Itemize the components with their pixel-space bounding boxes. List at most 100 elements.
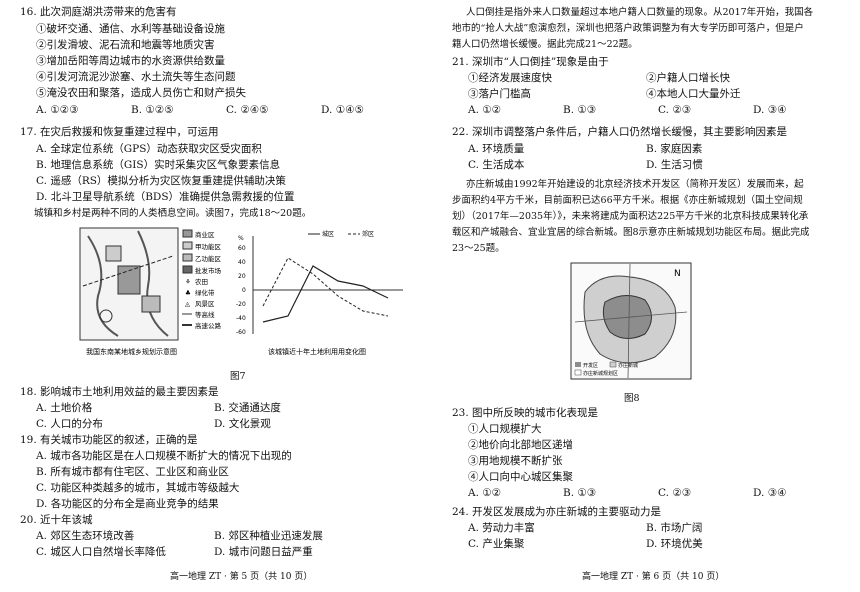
chart-caption: 该城镇近十年土地利用用变化图 xyxy=(268,347,366,356)
intro-line: 籍人口仍然增长缓慢。据此完成21～22题。 xyxy=(452,39,638,50)
q16-item: ②引发滑坡、泥石流和地震等地质灾害 xyxy=(36,39,215,51)
q20-options-row: C. 城区人口自然增长率降低 D. 城市问题日益严重 xyxy=(36,546,392,559)
legend-item: 商业区 xyxy=(195,230,215,239)
intro-line: 地市的“抢人大战”愈演愈烈，深圳也把落户政策调整为有大专学历即可落户，但是户 xyxy=(452,23,804,34)
q24-options-row: A. 劳动力丰富 B. 市场广阔 xyxy=(468,522,824,535)
legend-item: 乙功能区 xyxy=(195,254,222,263)
figure-7: 商业区 甲功能区 乙功能区 批发市场 ⚘农田 ♣绿化带 ◬风景区 等高线 高速公… xyxy=(78,226,408,368)
intro-line: 步面积约4平方千米，目前面积已达66平方千米。根据《亦庄新城规划（国土空间规 xyxy=(452,195,803,206)
y-tick: 20 xyxy=(238,273,246,280)
option[interactable]: C. 人口的分布 xyxy=(36,418,103,430)
option[interactable]: C. ②④⑤ xyxy=(226,104,269,116)
option[interactable]: D. ③④ xyxy=(753,487,787,499)
chart-legend: 郊区 xyxy=(362,230,374,238)
q23-options: A. ①② B. ①③ C. ②③ D. ③④ xyxy=(468,487,848,500)
item: ②户籍人口增长快 xyxy=(646,72,730,84)
figure-8: N 开发区 亦庄新城 亦庄新城规划区 xyxy=(570,262,692,380)
option[interactable]: C. ②③ xyxy=(658,487,692,499)
q16-item: ⑤淹没农田和聚落，造成人员伤亡和财产损失 xyxy=(36,87,246,99)
figure-7-label: 图7 xyxy=(230,371,246,382)
figure-8-label: 图8 xyxy=(624,393,640,404)
legend-item: 批发市场 xyxy=(195,266,222,275)
q23-stem: 23. 图中所反映的城市化表现是 xyxy=(452,407,599,419)
intro-line: 载区和产城融合、宜业宜居的综合新城。图8示意亦庄新城规划功能区布局。据此完成 xyxy=(452,227,810,238)
q22-stem: 22. 深圳市调整落户条件后，户籍人口仍然增长缓慢，其主要影响因素是 xyxy=(452,126,788,138)
legend-item: 亦庄新城 xyxy=(618,362,638,369)
option[interactable]: B. ①③ xyxy=(563,104,597,116)
y-tick: 60 xyxy=(238,245,246,252)
legend-item: 开发区 xyxy=(583,362,598,369)
option[interactable]: A. 郊区生态环境改善 xyxy=(36,530,135,542)
y-tick: -60 xyxy=(236,329,246,336)
y-tick: -20 xyxy=(236,301,246,308)
option[interactable]: A. 城市各功能区是在人口规模不断扩大的情况下出现的 xyxy=(36,450,292,462)
option[interactable]: C. ②③ xyxy=(658,104,692,116)
q21-stem: 21. 深圳市“人口倒挂”现象是由于 xyxy=(452,56,609,68)
option[interactable]: B. 家庭因素 xyxy=(646,143,703,155)
q19-stem: 19. 有关城市功能区的叙述，正确的是 xyxy=(20,434,198,446)
y-tick: 0 xyxy=(242,287,246,294)
option[interactable]: D. 文化景观 xyxy=(214,418,271,430)
option[interactable]: C. 城区人口自然增长率降低 xyxy=(36,546,166,558)
option[interactable]: D. 环境优美 xyxy=(646,538,703,550)
option[interactable]: C. 产业集聚 xyxy=(468,538,525,550)
svg-text:◬: ◬ xyxy=(185,300,190,308)
option[interactable]: B. 交通通达度 xyxy=(214,402,281,414)
option[interactable]: D. 生活习惯 xyxy=(646,159,703,171)
q16-item: ③增加岳阳等周边城市的水资源供给数量 xyxy=(36,55,225,67)
q18-stem: 18. 影响城市土地利用效益的最主要因素是 xyxy=(20,386,219,398)
figure-7-graphic: 商业区 甲功能区 乙功能区 批发市场 ⚘农田 ♣绿化带 ◬风景区 等高线 高速公… xyxy=(79,227,403,356)
option[interactable]: A. 全球定位系统（GPS）动态获取灾区受灾面积 xyxy=(36,143,262,155)
north-arrow-icon: N xyxy=(674,269,681,279)
q18-options-row: A. 土地价格 B. 交通通达度 xyxy=(36,402,392,415)
legend-item: 等高线 xyxy=(195,310,215,319)
legend-item: 风景区 xyxy=(195,300,215,308)
option[interactable]: D. ①④⑤ xyxy=(321,104,364,116)
q17-stem: 17. 在灾后救援和恢复重建过程中，可运用 xyxy=(20,126,219,138)
item: ③落户门槛高 xyxy=(468,88,531,100)
option[interactable]: D. 城市问题日益严重 xyxy=(214,546,313,558)
option[interactable]: A. ①②③ xyxy=(36,104,79,116)
q21-options: A. ①② B. ①③ C. ②③ D. ③④ xyxy=(468,104,848,117)
option[interactable]: B. ①②⑤ xyxy=(131,104,174,116)
legend-item: 农田 xyxy=(195,277,208,286)
q24-options-row: C. 产业集聚 D. 环境优美 xyxy=(468,538,824,551)
q24-stem: 24. 开发区发展成为亦庄新城的主要驱动力是 xyxy=(452,506,662,518)
option[interactable]: B. ①③ xyxy=(563,487,597,499)
option[interactable]: A. ①② xyxy=(468,487,502,499)
q22-options-row: A. 环境质量 B. 家庭因素 xyxy=(468,143,824,156)
svg-text:⚘: ⚘ xyxy=(185,278,191,286)
option[interactable]: A. ①② xyxy=(468,104,502,116)
option[interactable]: D. 各功能区的分布全是商业竞争的结果 xyxy=(36,498,219,510)
q16-stem: 16. 此次洞庭湖洪涝带来的危害有 xyxy=(20,6,177,18)
q18-options-row: C. 人口的分布 D. 文化景观 xyxy=(36,418,392,431)
y-tick: 40 xyxy=(238,259,246,266)
option[interactable]: C. 功能区种类越多的城市，其城市等级越大 xyxy=(36,482,240,494)
legend-item: 高速公路 xyxy=(195,321,222,330)
legend-item: 绿化带 xyxy=(195,288,215,297)
option[interactable]: C. 遥感（RS）模拟分析为灾区恢复重建提供辅助决策 xyxy=(36,175,286,187)
item: ①经济发展速度快 xyxy=(468,72,552,84)
option[interactable]: B. 地理信息系统（GIS）实时采集灾区气象要素信息 xyxy=(36,159,281,171)
item: ④人口向中心城区集聚 xyxy=(468,471,573,483)
intro-line: 划）（2017年—2035年）》，未来将建成为面积达225平方千米的北京科技成果… xyxy=(452,211,809,222)
item: ③用地规模不断扩张 xyxy=(468,455,563,467)
q16-item: ④引发河流泥沙淤塞、水土流失等生态问题 xyxy=(36,71,236,83)
option[interactable]: A. 劳动力丰富 xyxy=(468,522,535,534)
intro-line: 人口倒挂是指外来人口数量超过本地户籍人口数量的现象。从2017年开始，我国各 xyxy=(466,7,814,18)
option[interactable]: B. 所有城市都有住宅区、工业区和商业区 xyxy=(36,466,229,478)
chart-legend: 城区 xyxy=(322,231,334,238)
q20-stem: 20. 近十年该城 xyxy=(20,514,93,526)
option[interactable]: A. 环境质量 xyxy=(468,143,525,155)
option[interactable]: C. 生活成本 xyxy=(468,159,525,171)
option[interactable]: A. 土地价格 xyxy=(36,402,93,414)
item: ①人口规模扩大 xyxy=(468,423,542,435)
option[interactable]: D. ③④ xyxy=(753,104,787,116)
intro-line: 23～25题。 xyxy=(452,243,505,254)
option[interactable]: D. 北斗卫星导航系统（BDS）准确提供急需救援的位置 xyxy=(36,191,295,203)
option[interactable]: B. 市场广阔 xyxy=(646,522,703,534)
figure-8-map: N 开发区 亦庄新城 亦庄新城规划区 xyxy=(570,262,692,380)
y-unit: % xyxy=(238,235,244,242)
option[interactable]: B. 郊区种植业迅速发展 xyxy=(214,530,323,542)
